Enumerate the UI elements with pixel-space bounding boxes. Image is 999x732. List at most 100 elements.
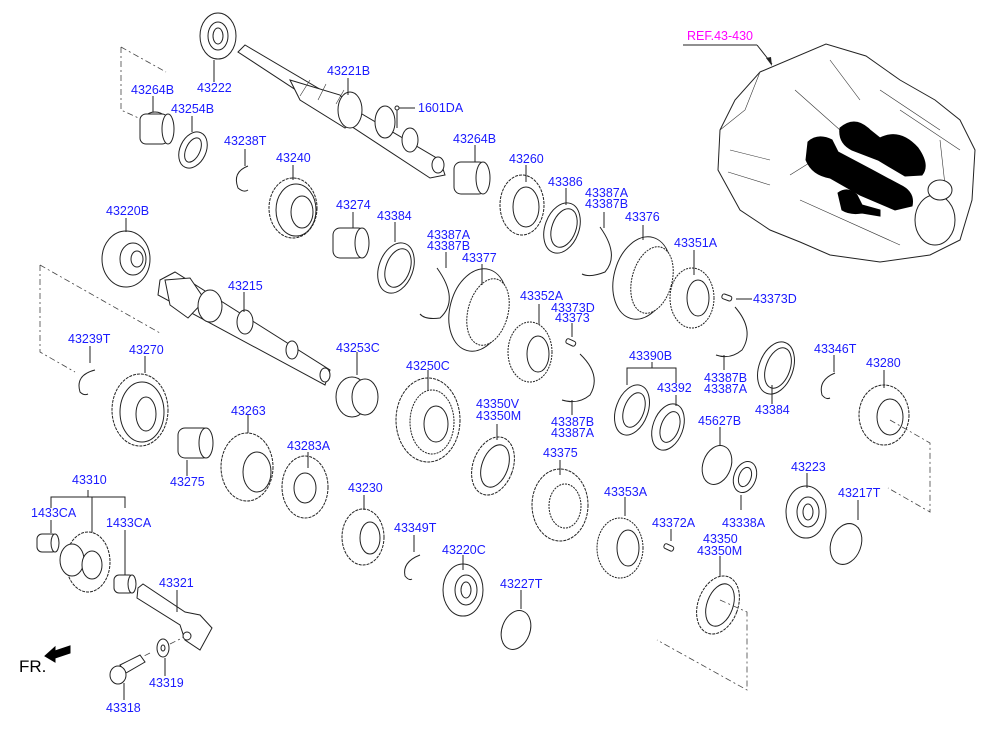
part-label-43387B-2[interactable]: 43387B xyxy=(427,239,471,253)
part-43240-gear xyxy=(268,177,318,239)
part-label-43387A-1[interactable]: 43387A xyxy=(585,186,629,200)
part-label-43350[interactable]: 43350 xyxy=(703,532,738,546)
part-label-43221B[interactable]: 43221B xyxy=(327,64,371,78)
part-43280-gear xyxy=(858,384,910,446)
part-label-43386[interactable]: 43386 xyxy=(548,175,583,189)
part-label-43280[interactable]: 43280 xyxy=(866,356,901,370)
part-43238T-snap-ring xyxy=(235,165,249,192)
part-label-43352A[interactable]: 43352A xyxy=(520,289,564,303)
part-label-43387B-3[interactable]: 43387B xyxy=(704,371,748,385)
part-label-1433CA-2[interactable]: 1433CA xyxy=(106,516,152,530)
part-43346T-snap-ring xyxy=(820,372,836,400)
part-label-43387B-4[interactable]: 43387B xyxy=(551,415,595,429)
part-label-43223[interactable]: 43223 xyxy=(791,460,826,474)
part-label-43220C[interactable]: 43220C xyxy=(442,543,486,557)
part-43310-reverse-idler-gear xyxy=(59,531,111,593)
part-43254B-washer xyxy=(178,131,208,169)
part-43376-sleeve xyxy=(612,236,674,320)
part-label-43350M-2[interactable]: 43350M xyxy=(697,544,743,558)
part-label-43377[interactable]: 43377 xyxy=(462,251,497,265)
part-label-43310[interactable]: 43310 xyxy=(72,473,107,487)
part-label-43351A[interactable]: 43351A xyxy=(674,236,718,250)
part-43227T-ring xyxy=(500,610,532,650)
part-43283A-gear xyxy=(281,455,329,519)
part-label-43384-2[interactable]: 43384 xyxy=(755,403,790,417)
part-label-43384[interactable]: 43384 xyxy=(377,209,412,223)
part-label-43239T[interactable]: 43239T xyxy=(68,332,111,346)
part-label-43375[interactable]: 43375 xyxy=(543,446,578,460)
part-label-43350M[interactable]: 43350M xyxy=(476,409,522,423)
front-direction-arrow-icon xyxy=(44,645,71,663)
part-43270-gear xyxy=(111,373,169,447)
part-label-43238T[interactable]: 43238T xyxy=(224,134,267,148)
part-label-43215[interactable]: 43215 xyxy=(228,279,263,293)
part-label-43220B[interactable]: 43220B xyxy=(106,204,150,218)
part-43392-ring xyxy=(651,403,685,451)
part-label-43283A[interactable]: 43283A xyxy=(287,439,331,453)
part-43318-bolt xyxy=(109,654,146,685)
part-label-43350V[interactable]: 43350V xyxy=(476,397,520,411)
part-43319-washer xyxy=(156,638,170,658)
part-label-43254B[interactable]: 43254B xyxy=(171,102,215,116)
part-43349T-snap-ring xyxy=(404,554,421,581)
part-45627B-o-ring xyxy=(701,445,733,485)
part-label-43270[interactable]: 43270 xyxy=(129,343,164,357)
part-label-43372A[interactable]: 43372A xyxy=(652,516,696,530)
part-43230-gear xyxy=(341,508,385,566)
part-label-43227T[interactable]: 43227T xyxy=(500,577,543,591)
part-43390B-bracket xyxy=(626,362,677,378)
part-43387-spring-3 xyxy=(561,353,595,403)
part-label-43217T[interactable]: 43217T xyxy=(838,486,881,500)
part-43310-bracket xyxy=(50,490,126,535)
part-label-43349T[interactable]: 43349T xyxy=(394,521,437,535)
part-label-43392[interactable]: 43392 xyxy=(657,381,692,395)
part-label-43373D[interactable]: 43373D xyxy=(753,292,797,306)
part-label-43387B-1[interactable]: 43387B xyxy=(585,197,629,211)
ref-arrowhead xyxy=(766,57,772,66)
part-label-43250C[interactable]: 43250C xyxy=(406,359,450,373)
part-label-43319[interactable]: 43319 xyxy=(149,676,184,690)
part-label-43222[interactable]: 43222 xyxy=(197,81,232,95)
part-label-43260[interactable]: 43260 xyxy=(509,152,544,166)
part-label-43264B-2[interactable]: 43264B xyxy=(453,132,497,146)
part-label-43387A-2[interactable]: 43387A xyxy=(427,228,471,242)
part-43386-ring xyxy=(543,202,581,254)
part-label-43275[interactable]: 43275 xyxy=(170,475,205,489)
part-43351A-synchro-hub xyxy=(669,267,715,329)
reference-label[interactable]: REF.43-430 xyxy=(687,29,754,43)
part-label-43390B[interactable]: 43390B xyxy=(629,349,673,363)
part-label-43346T[interactable]: 43346T xyxy=(814,342,857,356)
part-label-1601DA[interactable]: 1601DA xyxy=(418,101,464,115)
part-label-43274[interactable]: 43274 xyxy=(336,198,371,212)
part-label-43373[interactable]: 43373 xyxy=(555,311,590,325)
part-43275-needle-bearing xyxy=(177,427,214,459)
part-43372A-key xyxy=(663,543,675,552)
part-label-43253C[interactable]: 43253C xyxy=(336,341,380,355)
part-label-1433CA-1[interactable]: 1433CA xyxy=(31,506,77,520)
part-label-43338A[interactable]: 43338A xyxy=(722,516,766,530)
part-label-43376[interactable]: 43376 xyxy=(625,210,660,224)
part-label-43373D-2[interactable]: 43373D xyxy=(551,301,595,315)
part-label-43387A-4[interactable]: 43387A xyxy=(551,426,595,440)
part-43264B-needle-bearing xyxy=(139,111,175,145)
part-label-43318[interactable]: 43318 xyxy=(106,701,141,715)
part-label-43387A-3[interactable]: 43387A xyxy=(704,382,748,396)
part-43387-spring-4 xyxy=(715,306,748,358)
part-43373-key xyxy=(565,338,577,347)
part-43220B-bearing xyxy=(101,230,151,288)
part-label-43321[interactable]: 43321 xyxy=(159,576,194,590)
part-label-43230[interactable]: 43230 xyxy=(348,481,383,495)
front-direction-label: FR. xyxy=(19,657,47,676)
part-label-43240[interactable]: 43240 xyxy=(276,151,311,165)
part-label-43263[interactable]: 43263 xyxy=(231,404,266,418)
part-43384-synchro-ring-2 xyxy=(757,341,795,395)
part-43274-needle-bearing xyxy=(332,227,370,259)
part-43353A-synchro-hub xyxy=(596,517,644,579)
part-label-45627B[interactable]: 45627B xyxy=(698,414,742,428)
part-label-43264B[interactable]: 43264B xyxy=(131,83,175,97)
part-label-43353A[interactable]: 43353A xyxy=(604,485,648,499)
part-43350-ring xyxy=(696,575,740,635)
part-43264B-needle-bearing-2 xyxy=(453,161,491,195)
